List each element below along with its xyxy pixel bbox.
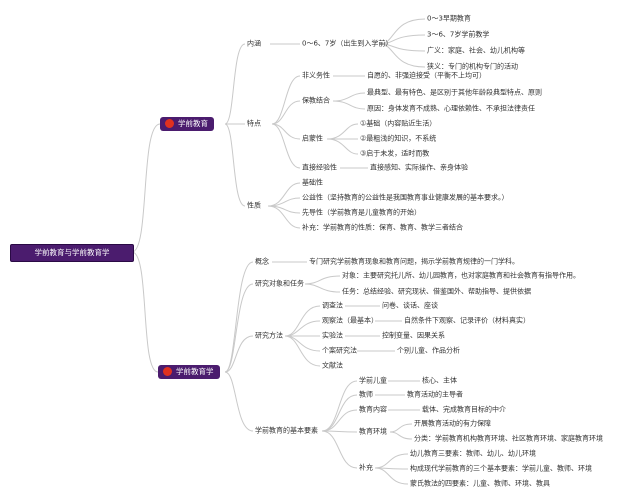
- node-xingzhi-item[interactable]: 先导性（学前教育是儿童教育的开始）: [302, 208, 421, 217]
- node-bj-item[interactable]: 最典型、最有特色、是区别于其他年龄段典型特点、原则: [367, 88, 542, 97]
- node-qm[interactable]: 启蒙性: [302, 134, 323, 143]
- node-fyw-text[interactable]: 自愿的、非强迫接受（平衡不上均可）: [367, 71, 486, 80]
- branch-preschool-pedagogy[interactable]: 学前教育学: [158, 365, 220, 379]
- node-tedian[interactable]: 特点: [247, 119, 261, 128]
- node-bc-item[interactable]: 蒙氏教法的四要素：儿童、教师、环境、教具: [410, 479, 550, 488]
- node-xingzhi[interactable]: 性质: [247, 201, 261, 210]
- node-bc-item[interactable]: 构成现代学前教育的三个基本要素：学前儿童、教师、环境: [410, 464, 592, 473]
- node-fyw[interactable]: 非义务性: [302, 71, 330, 80]
- node-diaocha-text[interactable]: 问卷、谈话、座谈: [382, 301, 438, 310]
- node-bj-item[interactable]: 原因：身体发育不成熟、心理依赖性、不承担法律责任: [367, 104, 535, 113]
- node-neihan-item[interactable]: 广义：家庭、社会、幼儿机构等: [427, 46, 525, 55]
- branch-title: 学前教育学: [176, 367, 214, 376]
- node-neihan-item[interactable]: 0～3早期教育: [427, 14, 471, 23]
- node-wenxian[interactable]: 文献法: [322, 361, 343, 370]
- node-nr[interactable]: 教育内容: [359, 405, 387, 414]
- node-xq[interactable]: 学前儿童: [359, 376, 387, 385]
- node-duixiang-item[interactable]: 任务：总结经验、研究现状、借鉴国外、帮助指导、提供依据: [342, 287, 531, 296]
- branch-preschool-education[interactable]: 学前教育: [160, 117, 214, 131]
- node-qm-item[interactable]: ②最粗浅的知识，不系统: [360, 134, 437, 143]
- node-guancha-text[interactable]: 自然条件下观察、记录评价（材料真实）: [404, 316, 530, 325]
- node-js-text[interactable]: 教育活动的主导者: [407, 390, 463, 399]
- node-qm-item[interactable]: ③启于未发，适时而教: [360, 149, 430, 158]
- node-nr-text[interactable]: 载体、完成教育目标的中介: [422, 405, 506, 414]
- node-guancha[interactable]: 观察法（最基本）: [322, 316, 378, 325]
- node-xingzhi-item[interactable]: 补充：学前教育的性质：保育、教育、教学三者结合: [302, 223, 463, 232]
- node-zj[interactable]: 直接经验性: [302, 163, 337, 172]
- node-xingzhi-item[interactable]: 公益性（坚持教育的公益性是我国教育事业健康发展的基本要求。）: [302, 193, 509, 202]
- node-gean[interactable]: 个案研究法: [322, 346, 357, 355]
- node-hj-item[interactable]: 分类：学前教育机构教育环境、社区教育环境、家庭教育环境: [414, 434, 603, 443]
- node-js[interactable]: 教师: [359, 390, 373, 399]
- node-xingzhi-item[interactable]: 基础性: [302, 178, 323, 187]
- node-hj[interactable]: 教育环境: [359, 427, 387, 436]
- node-neihan-item[interactable]: 狭义：专门的机构专门的活动: [427, 62, 518, 71]
- node-zj-text[interactable]: 直接感知、实际操作、亲身体验: [370, 163, 468, 172]
- node-yaosu[interactable]: 学前教育的基本要素: [255, 426, 318, 435]
- node-shiyan[interactable]: 实验法: [322, 331, 343, 340]
- node-bc-item[interactable]: 幼儿教育三要素：教师、幼儿、幼儿环境: [410, 449, 536, 458]
- node-diaocha[interactable]: 调查法: [322, 301, 343, 310]
- node-neihan[interactable]: 内涵: [247, 39, 261, 48]
- node-bc[interactable]: 补充: [359, 463, 373, 472]
- node-hj-item[interactable]: 开展教育活动的有力保障: [414, 419, 491, 428]
- node-gainian[interactable]: 概念: [255, 257, 269, 266]
- node-qm-item[interactable]: ①基础（内容贴近生活）: [360, 119, 437, 128]
- root-node[interactable]: 学前教育与学前教育学: [10, 244, 134, 262]
- node-gainian-text[interactable]: 专门研究学前教育现象和教育问题，揭示学前教育规律的一门学科。: [309, 257, 519, 266]
- node-neihan-item[interactable]: 3～6、7岁学前教学: [427, 30, 490, 39]
- node-xq-text[interactable]: 核心、主体: [422, 376, 457, 385]
- red-dot-icon: [163, 366, 172, 376]
- node-shiyan-text[interactable]: 控制变量、因果关系: [382, 331, 445, 340]
- node-duixiang-item[interactable]: 对象：主要研究托儿所、幼儿园教育，也对家庭教育和社会教育有指导作用。: [342, 271, 580, 280]
- red-dot-icon: [165, 118, 174, 128]
- branch-title: 学前教育: [178, 119, 208, 128]
- node-duixiang[interactable]: 研究对象和任务: [255, 279, 304, 288]
- node-gean-text[interactable]: 个别儿童、作品分析: [397, 346, 460, 355]
- node-bj[interactable]: 保教结合: [302, 96, 330, 105]
- node-fangfa[interactable]: 研究方法: [255, 331, 283, 340]
- node-neihan-def[interactable]: 0～6、7岁（出生到入学前）: [302, 39, 393, 48]
